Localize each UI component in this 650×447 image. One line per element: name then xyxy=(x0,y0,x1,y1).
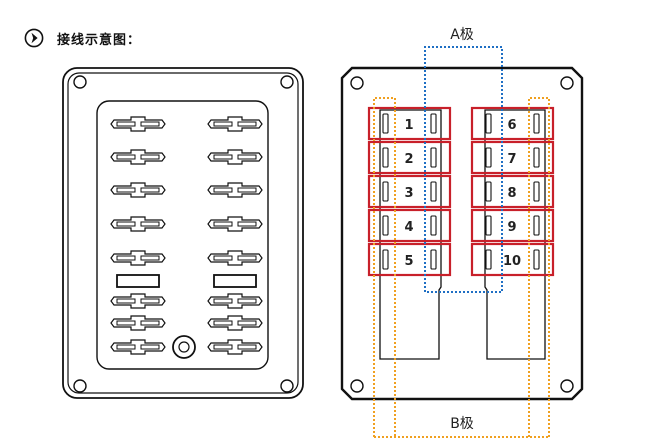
fuse-slot xyxy=(207,182,263,198)
fuse-number: 1 xyxy=(404,118,413,133)
terminal-blade xyxy=(533,147,540,168)
mount-hole-icon xyxy=(280,75,294,89)
terminal-blade xyxy=(533,181,540,202)
fuse-area xyxy=(96,100,269,370)
fuse-slot xyxy=(207,216,263,232)
mount-hole-icon xyxy=(560,76,574,90)
fuse-number: 8 xyxy=(507,186,516,201)
pole-b-label: B极 xyxy=(450,416,474,432)
schematic-panel-frame xyxy=(340,66,584,401)
blank-slot xyxy=(213,274,257,288)
terminal-blade xyxy=(485,249,492,270)
mount-hole-icon xyxy=(350,379,364,393)
fuse-slot xyxy=(110,315,166,331)
fuse-slot xyxy=(207,250,263,266)
ground-stud-icon xyxy=(172,335,196,359)
fuse-slot xyxy=(110,250,166,266)
terminal-blade xyxy=(382,215,389,236)
terminal-blade xyxy=(485,113,492,134)
wiring-schematic: 1 2 3 4 5 6 7 8 9 10 A极 B极 xyxy=(340,27,584,438)
fuse-number: 3 xyxy=(404,186,413,201)
terminal-blade xyxy=(533,113,540,134)
fuse-position-2: 2 xyxy=(367,140,452,175)
pole-a-outline xyxy=(424,46,503,293)
terminal-blade xyxy=(485,215,492,236)
fuse-position-3: 3 xyxy=(367,174,452,209)
fuse-position-7: 7 xyxy=(470,140,555,175)
fuse-number: 6 xyxy=(507,118,516,133)
fuse-box-front-view xyxy=(62,67,304,399)
bus-bar-right xyxy=(484,109,546,360)
terminal-blade xyxy=(382,181,389,202)
fuse-slot xyxy=(207,293,263,309)
fuse-position-10: 10 xyxy=(470,242,555,277)
fuse-slot xyxy=(207,339,263,355)
mount-hole-icon xyxy=(280,379,294,393)
fuse-slot xyxy=(110,149,166,165)
mount-hole-icon xyxy=(560,379,574,393)
fuse-position-4: 4 xyxy=(367,208,452,243)
terminal-blade xyxy=(430,215,437,236)
terminal-blade xyxy=(485,147,492,168)
fuse-number: 2 xyxy=(404,152,413,167)
section-header: 接线示意图： xyxy=(24,28,141,48)
circled-arrow-right-icon xyxy=(24,28,44,48)
fuse-position-8: 8 xyxy=(470,174,555,209)
blank-slot xyxy=(116,274,160,288)
panel-inner-frame xyxy=(67,72,299,394)
fuse-number: 7 xyxy=(507,152,516,167)
fuse-position-9: 9 xyxy=(470,208,555,243)
fuse-slot xyxy=(110,116,166,132)
fuse-number: 10 xyxy=(503,254,521,269)
panel-outer-frame xyxy=(62,67,304,399)
section-title: 接线示意图： xyxy=(57,32,142,48)
fuse-number: 9 xyxy=(507,220,516,235)
terminal-blade xyxy=(382,249,389,270)
terminal-blade xyxy=(430,113,437,134)
fuse-slot xyxy=(110,216,166,232)
fuse-slot xyxy=(207,315,263,331)
pole-a-label: A极 xyxy=(450,27,474,43)
terminal-blade xyxy=(382,113,389,134)
bus-bar-left xyxy=(379,109,442,360)
terminal-blade xyxy=(533,215,540,236)
fuse-position-5: 5 xyxy=(367,242,452,277)
fuse-slot xyxy=(110,182,166,198)
terminal-blade xyxy=(533,249,540,270)
fuse-slot xyxy=(110,339,166,355)
fuse-number: 5 xyxy=(404,254,413,269)
pole-b-left-leg xyxy=(373,97,396,437)
mount-hole-icon xyxy=(73,75,87,89)
fuse-number: 4 xyxy=(404,220,413,235)
fuse-position-1: 1 xyxy=(367,106,452,141)
ground-stud-inner xyxy=(178,341,190,353)
pole-b-right-leg xyxy=(528,97,550,437)
fuse-slot xyxy=(207,149,263,165)
terminal-blade xyxy=(430,249,437,270)
terminal-blade xyxy=(430,181,437,202)
terminal-blade xyxy=(382,147,389,168)
fuse-slot xyxy=(110,293,166,309)
terminal-blade xyxy=(485,181,492,202)
terminal-blade xyxy=(430,147,437,168)
fuse-position-6: 6 xyxy=(470,106,555,141)
fuse-slot xyxy=(207,116,263,132)
mount-hole-icon xyxy=(350,76,364,90)
mount-hole-icon xyxy=(73,379,87,393)
